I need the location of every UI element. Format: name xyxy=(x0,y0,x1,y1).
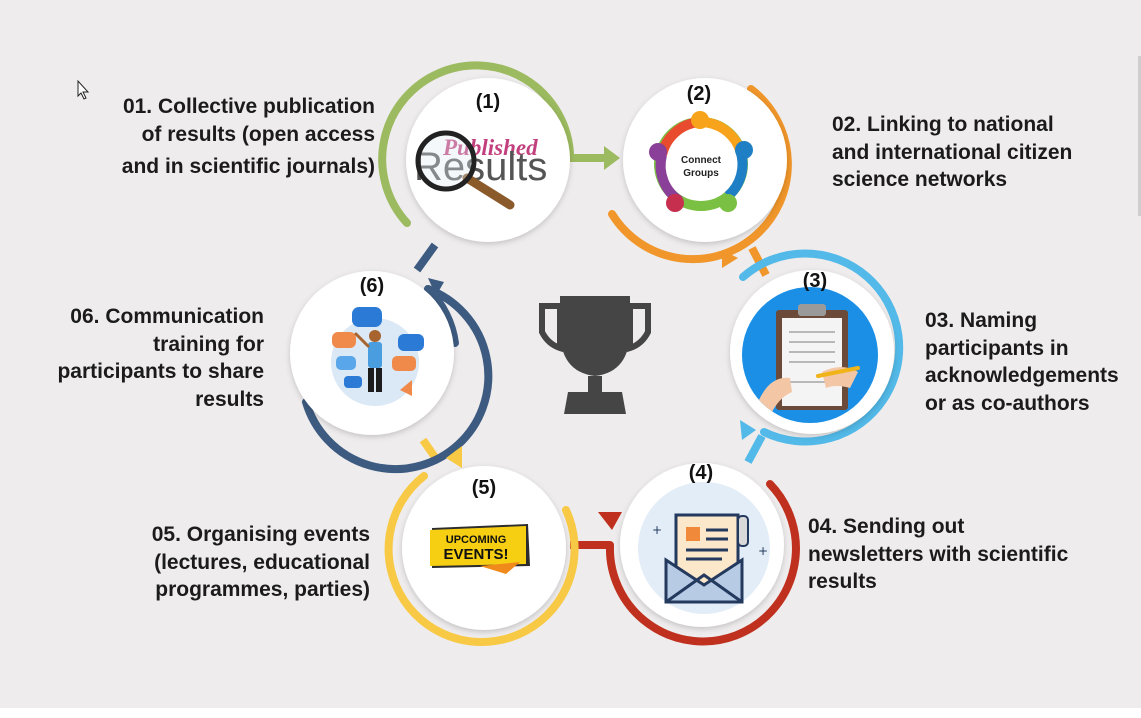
step-label-3: 03. Naming participants in acknowledgeme… xyxy=(925,307,1137,417)
magnifier-handle xyxy=(462,173,515,210)
ring-1 xyxy=(378,61,606,227)
groups-word: Groups xyxy=(683,168,719,179)
member-head xyxy=(666,194,684,212)
sign-board xyxy=(430,526,526,566)
member-head xyxy=(691,111,709,129)
step-number-1: (1) xyxy=(475,91,501,113)
trophy-icon xyxy=(539,296,651,414)
clipboard-clip xyxy=(798,304,826,316)
ring-5-arc xyxy=(384,472,579,647)
speech-bubble xyxy=(344,376,362,388)
svg-text:+: + xyxy=(652,523,662,537)
step-6-line-2: training for xyxy=(153,332,264,356)
member-head xyxy=(735,141,753,159)
step-number-2: (2) xyxy=(686,83,712,105)
step-number-3: (3) xyxy=(802,270,828,292)
arrowhead-5 xyxy=(446,446,462,468)
step-1-line-2: of results (open access xyxy=(141,122,375,146)
person-body xyxy=(368,342,382,368)
scroll-edge xyxy=(737,515,749,547)
step-number-6: (6) xyxy=(359,275,385,297)
clipboard-icon xyxy=(742,287,878,423)
step-1-line-3: and in scientific journals) xyxy=(121,155,375,178)
step-3-line-3: acknowledgements xyxy=(925,364,1119,387)
ring-3-connector xyxy=(744,434,766,464)
step-2-line-2: and international citizen xyxy=(832,140,1073,164)
ring-1-arc xyxy=(378,61,574,227)
magnifier-lens xyxy=(415,130,477,192)
step-4-line-1: 04. Sending out xyxy=(808,515,965,538)
connect-groups-icon: Connect Groups xyxy=(649,111,753,212)
step-1-line-1: 01. Collective publication xyxy=(122,95,375,118)
newsletter-icon: + + xyxy=(638,482,770,614)
window-edge xyxy=(1138,56,1141,216)
ring-6 xyxy=(302,242,493,474)
step-label-5: 05. Organising events (lectures, educati… xyxy=(100,521,370,604)
ring-2-arc xyxy=(608,85,792,264)
step-label-1: 01. Collective publication of results (o… xyxy=(93,93,375,181)
step-4-line-3: results xyxy=(808,570,877,593)
speech-bubble xyxy=(352,307,382,327)
ring-4-arc xyxy=(605,480,800,646)
newsletter-photo xyxy=(686,527,700,541)
disc-1 xyxy=(406,78,570,242)
arrowhead-6 xyxy=(428,278,444,296)
step-3-line-4: or as co-authors xyxy=(925,391,1090,415)
speech-bubble xyxy=(398,334,424,351)
hand-left xyxy=(758,377,792,416)
step-2-line-3: science networks xyxy=(832,168,1008,191)
published-word: Published xyxy=(442,135,538,160)
speech-bubble xyxy=(336,356,356,370)
step-3-line-1: 03. Naming xyxy=(925,309,1038,332)
upcoming-events-icon: UPCOMING EVENTS! xyxy=(430,524,530,574)
connect-word: Connect xyxy=(681,155,722,166)
step-label-2: 02. Linking to national and internationa… xyxy=(832,111,1132,194)
speech-bubble xyxy=(332,332,356,348)
step-3-line-2: participants in xyxy=(925,336,1069,360)
step-label-4: 04. Sending out newsletters with scienti… xyxy=(808,513,1118,596)
arrowhead-4 xyxy=(598,512,622,530)
speech-bubble xyxy=(392,356,416,371)
mouse-cursor-icon xyxy=(77,79,90,100)
events-word: EVENTS! xyxy=(443,546,508,563)
person-leg xyxy=(368,368,374,392)
arrowhead-2 xyxy=(722,250,738,268)
arrowhead-1 xyxy=(604,146,620,170)
upcoming-word: UPCOMING xyxy=(446,534,507,546)
step-6-line-1: 06. Communication xyxy=(70,305,264,328)
arrowhead-3 xyxy=(740,420,756,440)
ring-3 xyxy=(739,249,904,464)
step-2-line-1: 02. Linking to national xyxy=(832,113,1054,136)
bottom-band xyxy=(0,708,1141,718)
ring-3-arc xyxy=(739,249,904,446)
svg-text:+: + xyxy=(758,544,768,558)
step-number-5: (5) xyxy=(471,477,497,499)
step-4-line-2: newsletters with scientific xyxy=(808,542,1069,566)
disc-2 xyxy=(623,78,787,242)
ring-6-arc xyxy=(302,285,493,474)
sign-flag xyxy=(480,562,520,574)
step-5-line-1: 05. Organising events xyxy=(151,523,370,546)
ring-6-arc-back xyxy=(424,285,459,347)
step-6-line-3: participants to share xyxy=(57,360,264,383)
step-5-line-2: (lectures, educational xyxy=(154,550,370,574)
step-number-4: (4) xyxy=(688,462,714,484)
ring-6-connector xyxy=(413,242,439,273)
pen xyxy=(816,366,860,378)
member-head xyxy=(719,194,737,212)
published-results-icon: Published Results xyxy=(414,130,547,210)
person-head xyxy=(369,330,381,342)
step-label-6: 06. Communication training for participa… xyxy=(20,303,264,413)
member-head xyxy=(649,143,667,161)
communication-icon xyxy=(331,307,424,406)
person-leg xyxy=(376,368,382,392)
step-5-line-3: programmes, parties) xyxy=(155,578,370,601)
step-6-line-4: results xyxy=(195,387,264,411)
